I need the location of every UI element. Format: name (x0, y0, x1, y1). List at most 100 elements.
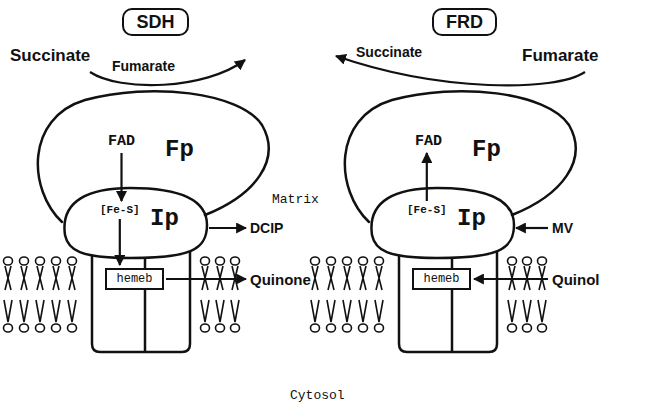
enzyme-name: FRD (446, 12, 483, 33)
lipid-head (343, 257, 352, 265)
lipid-head (36, 257, 45, 265)
subunit-outline-path (345, 91, 576, 222)
lipid-head (4, 324, 13, 332)
lipid-head (523, 324, 532, 332)
substrate-label: Fumarate (522, 46, 599, 66)
lipid-head (201, 324, 210, 332)
lipid-tail (375, 300, 383, 322)
lipid-tail (36, 300, 44, 322)
lipid-tail (201, 300, 209, 322)
subunit-outline-path (371, 188, 514, 258)
lipid-head (375, 324, 384, 332)
lipid-head (311, 257, 320, 265)
lipid-head (343, 324, 352, 332)
enzyme-name: SDH (136, 12, 174, 33)
product-label: Succinate (356, 44, 422, 60)
lipid-tail (524, 266, 530, 290)
lipid-tail (360, 266, 366, 290)
donor-label: Quinol (552, 271, 600, 288)
lipid-tail (69, 266, 75, 290)
compartment-label: Cytosol (290, 388, 345, 403)
acceptor-label: Quinone (250, 271, 311, 288)
subunit-label: Fp (472, 136, 501, 163)
lipid-tail (359, 300, 367, 322)
electron-flow-arrow (426, 153, 428, 201)
lipid-tail (232, 266, 238, 290)
lipid-tail (509, 266, 515, 290)
lipid-head (538, 324, 547, 332)
lipid-head (375, 257, 384, 265)
lipid-head (201, 257, 210, 265)
membrane-anchor (399, 251, 497, 352)
enzyme-title-box: SDH (122, 8, 189, 36)
lipid-tail (328, 266, 334, 290)
lipid-head (20, 257, 29, 265)
heme-box: hemeb (105, 268, 164, 290)
product-label: Fumarate (112, 58, 175, 74)
cluster-label: [Fe-S] (100, 204, 140, 216)
lipid-head (52, 324, 61, 332)
donor-label: MV (552, 220, 573, 236)
acceptor-label: DCIP (250, 220, 283, 236)
lipid-tail (538, 300, 546, 322)
heme-box: hemeb (412, 268, 471, 290)
heme-label: hemeb (423, 272, 459, 286)
lipid-tail (52, 300, 60, 322)
lipid-tail (231, 300, 239, 322)
subunit-outline-path (38, 91, 269, 222)
acceptor-arrow (209, 227, 246, 229)
lipid-head (327, 324, 336, 332)
cofactor-label: FAD (415, 133, 442, 150)
lipid-head (523, 257, 532, 265)
lipid-tail (21, 266, 27, 290)
lipid-head (311, 324, 320, 332)
lipid-head (68, 324, 77, 332)
lipid-head (216, 257, 225, 265)
cluster-label: [Fe-S] (407, 204, 447, 216)
lipid-tail (343, 300, 351, 322)
subunit-label: Fp (165, 136, 194, 163)
cofactor-label: FAD (108, 133, 135, 150)
lipid-tail (4, 300, 12, 322)
lipid-tail (20, 300, 28, 322)
subunit-label: Ip (457, 205, 486, 232)
lipid-head (538, 257, 547, 265)
substrate-label: Succinate (10, 46, 90, 66)
lipid-head (231, 257, 240, 265)
lipid-tail (53, 266, 59, 290)
lipid-head (68, 257, 77, 265)
lipid-head (359, 257, 368, 265)
membrane-anchor (92, 251, 190, 352)
lipid-tail (202, 266, 208, 290)
enzyme-title-box: FRD (432, 8, 497, 36)
iron-sulfur-subunit: [Fe-S] Ip (56, 184, 212, 264)
lipid-head (36, 324, 45, 332)
lipid-head (327, 257, 336, 265)
subunit-outline (363, 184, 519, 264)
lipid-tail (37, 266, 43, 290)
compartment-label: Matrix (272, 192, 319, 207)
subunit-outline-path (64, 188, 207, 258)
lipid-head (508, 257, 517, 265)
lipid-tail (539, 266, 545, 290)
lipid-tail (217, 266, 223, 290)
subunit-label: Ip (150, 205, 179, 232)
lipid-tail (5, 266, 11, 290)
lipid-tail (344, 266, 350, 290)
lipid-head (20, 324, 29, 332)
lipid-tail (327, 300, 335, 322)
lipid-tail (68, 300, 76, 322)
lipid-tail (216, 300, 224, 322)
heme-label: hemeb (116, 272, 152, 286)
lipid-tail (311, 300, 319, 322)
lipid-tail (523, 300, 531, 322)
lipid-head (231, 324, 240, 332)
lipid-head (52, 257, 61, 265)
lipid-head (508, 324, 517, 332)
lipid-head (4, 257, 13, 265)
electron-flow-arrow (120, 153, 122, 201)
lipid-tail (376, 266, 382, 290)
subunit-outline (56, 184, 212, 264)
lipid-head (216, 324, 225, 332)
